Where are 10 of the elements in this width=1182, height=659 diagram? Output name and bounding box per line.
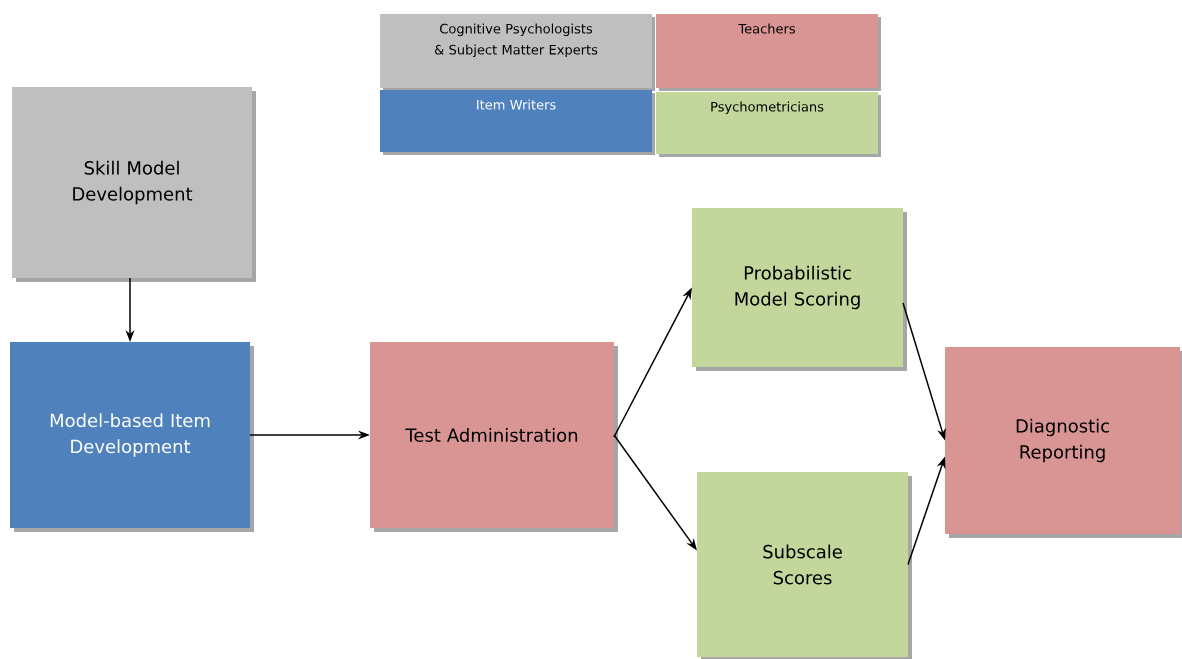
legend-entry: Teachers — [656, 14, 881, 91]
process-box: Skill Model Development — [12, 87, 256, 282]
process-box: Subscale Scores — [697, 472, 912, 659]
legend-entry: Cognitive Psychologists & Subject Matter Experts — [380, 14, 655, 91]
process-box: Diagnostic Reporting — [945, 347, 1182, 538]
legend-entry: Psychometricians — [656, 92, 881, 157]
process-box: Model-based Item Development — [10, 342, 254, 532]
legend-entry: Item Writers — [380, 90, 655, 155]
process-box: Test Administration — [370, 342, 618, 532]
process-box: Probabilistic Model Scoring — [692, 208, 907, 371]
